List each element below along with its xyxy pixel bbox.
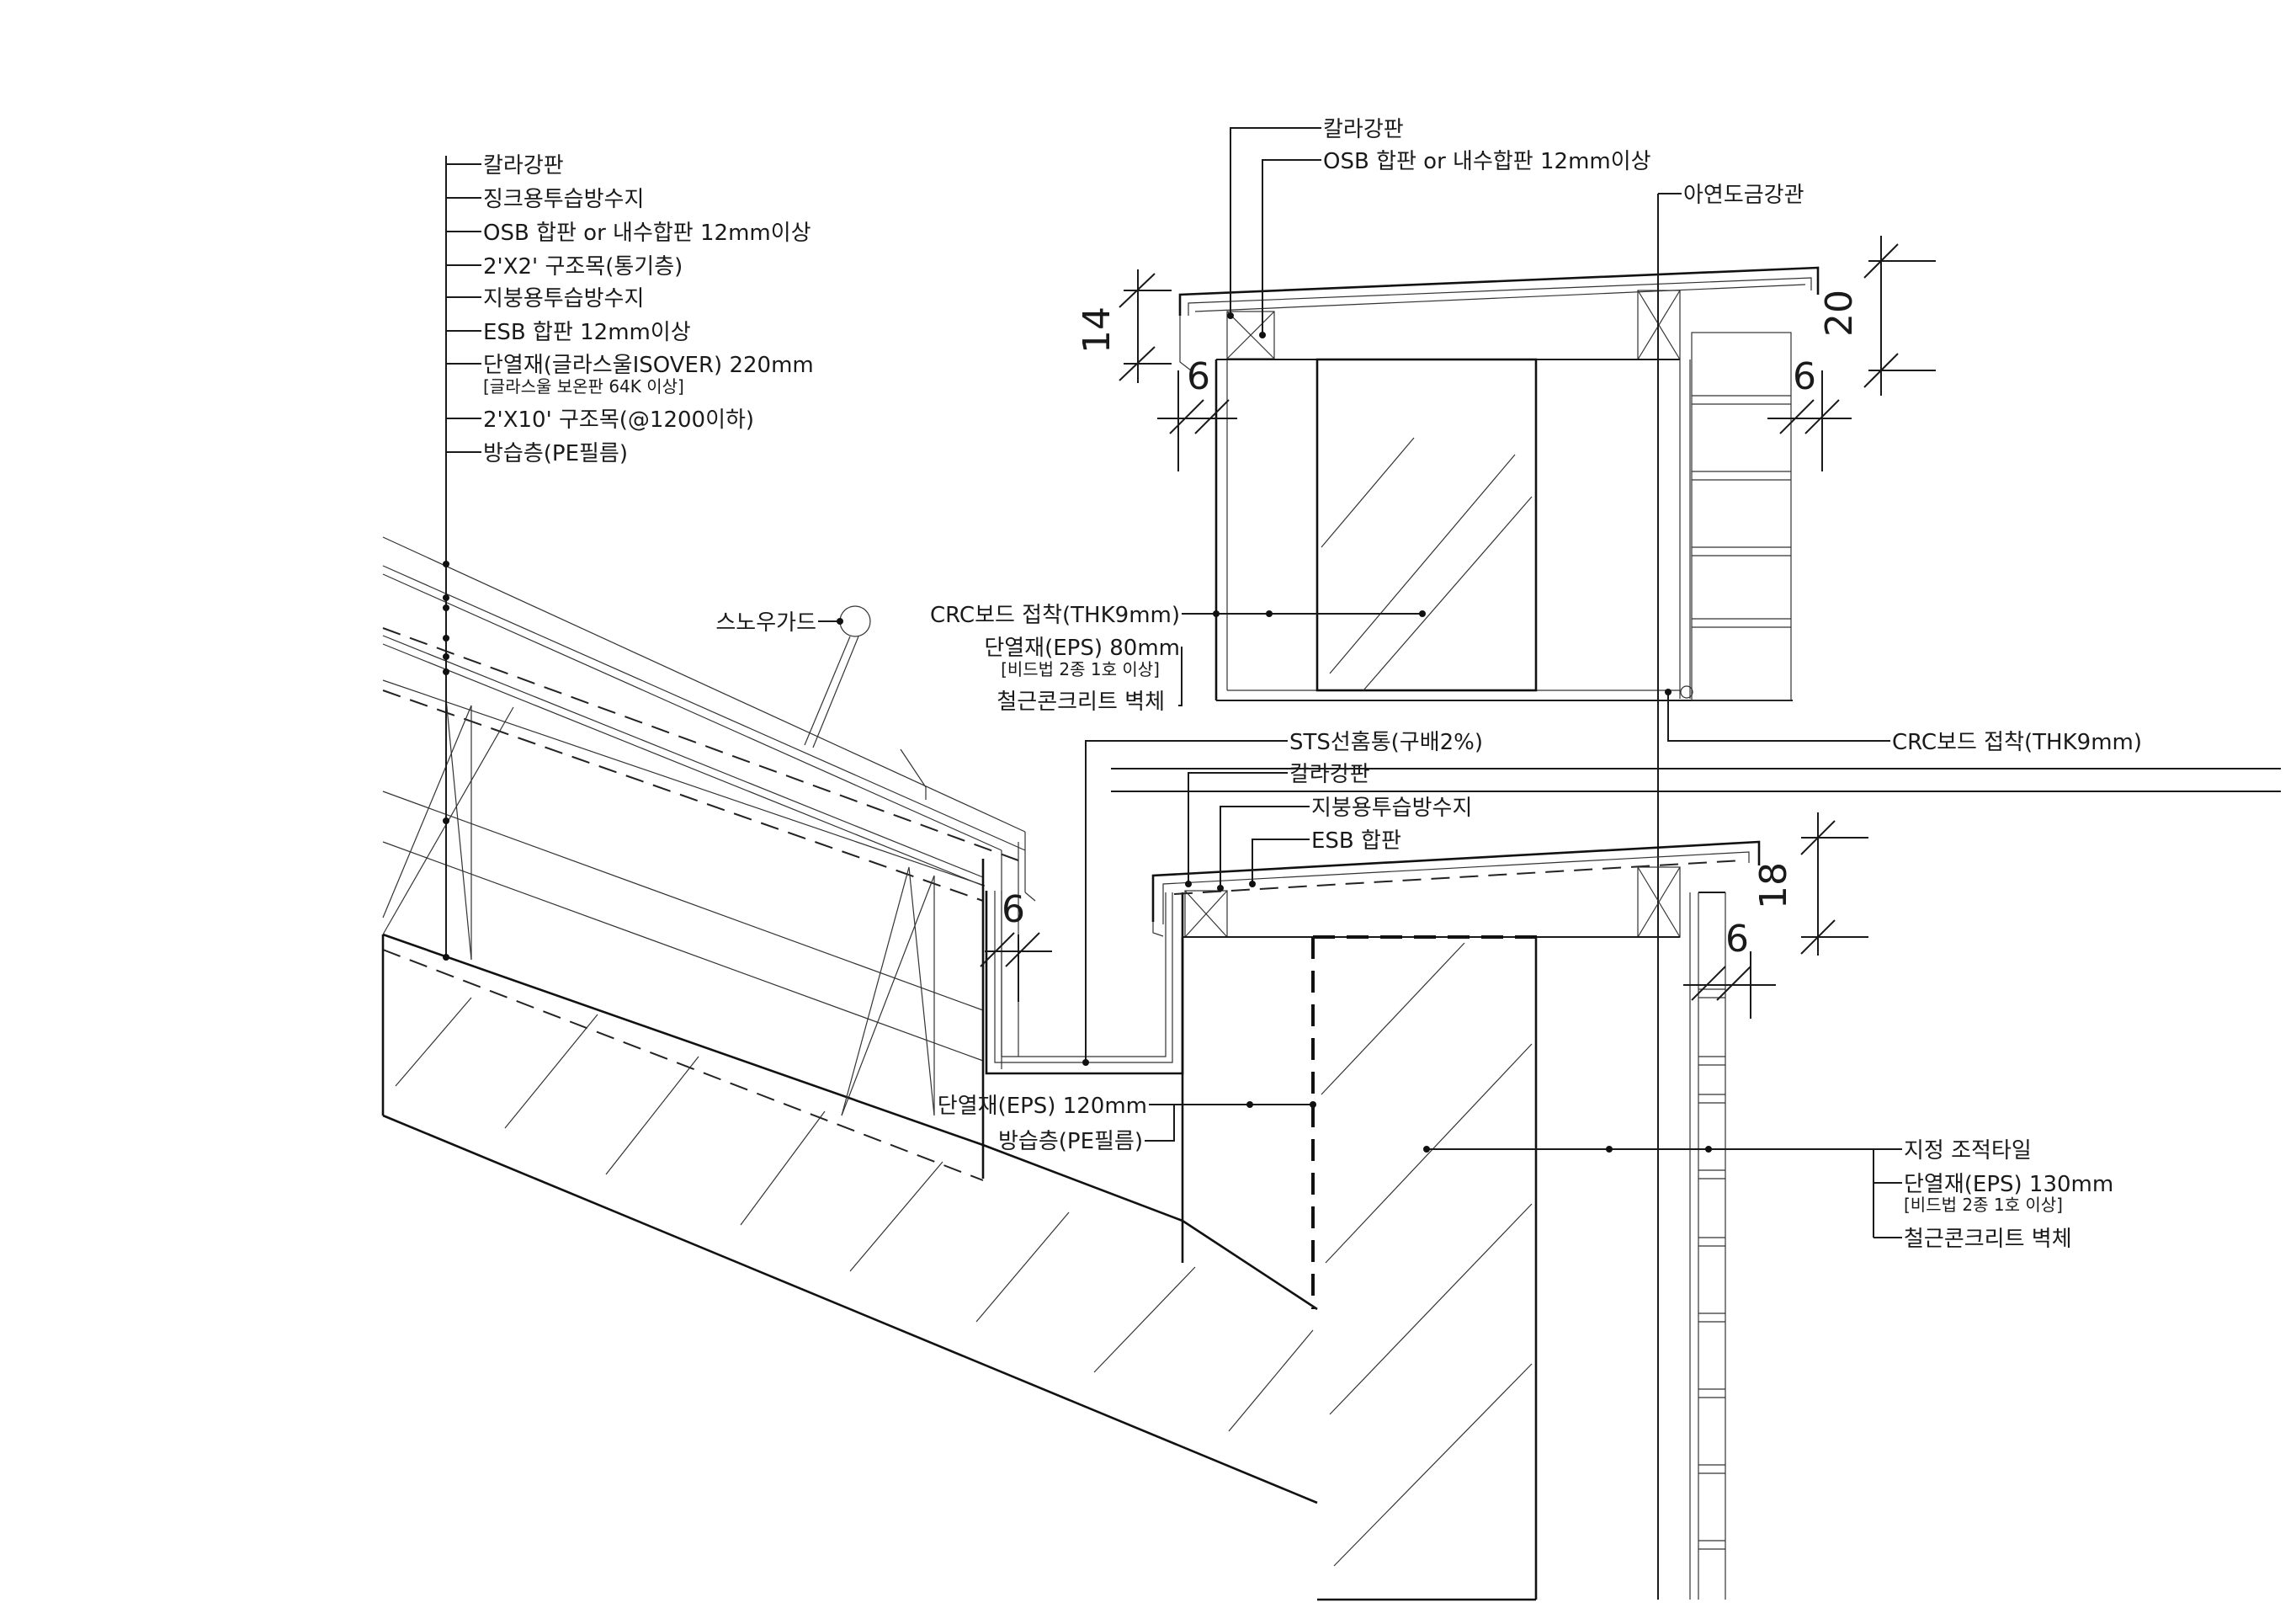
dim-lower-right-height: 18 bbox=[1752, 862, 1795, 909]
label-sts-gutter: STS선홈통(구배2%) bbox=[1289, 730, 1483, 755]
label-rc-wall: 철근콘크리트 벽체 bbox=[1904, 1227, 2072, 1252]
label-eps80: 단열재(EPS) 80mm bbox=[984, 636, 1180, 661]
label-glasswool-sub: [글라스울 보온판 64K 이상] bbox=[483, 376, 684, 397]
label-pe-film: 방습층(PE필름) bbox=[483, 441, 628, 466]
dim-eave-gap: 6 bbox=[1002, 888, 1025, 931]
label-roof-membrane: 지붕용투습방수지 bbox=[483, 286, 644, 311]
label-2x2: 2'X2' 구조목(통기층) bbox=[483, 254, 683, 280]
label-glasswool: 단열재(글라스울ISOVER) 220mm bbox=[483, 353, 814, 378]
label-color-steel: 칼라강판 bbox=[483, 153, 564, 178]
label-galv-pipe: 아연도금강관 bbox=[1683, 183, 1804, 208]
label-crc-right: CRC보드 접착(THK9mm) bbox=[1892, 730, 2142, 755]
dimension-labels: 14 6 20 6 6 18 6 bbox=[1002, 290, 1861, 961]
parapet-top-detail bbox=[1119, 127, 1936, 1600]
gutter-wall-detail bbox=[980, 740, 2281, 1601]
label-eps80-sub: [비드법 2종 1호 이상] bbox=[1001, 659, 1160, 679]
label-tile: 지정 조적타일 bbox=[1904, 1138, 2032, 1163]
label-osb: OSB 합판 or 내수합판 12mm이상 bbox=[483, 221, 811, 246]
label-snow-guard: 스노우가드 bbox=[715, 610, 816, 636]
dim-top-right-height: 20 bbox=[1818, 290, 1861, 337]
label-gutter-membrane: 지붕용투습방수지 bbox=[1311, 796, 1472, 821]
label-eps130: 단열재(EPS) 130mm bbox=[1904, 1172, 2113, 1197]
label-eps120: 단열재(EPS) 120mm bbox=[938, 1094, 1147, 1119]
tile-joints bbox=[1698, 988, 1725, 1550]
dim-lower-right-gap: 6 bbox=[1725, 918, 1749, 961]
wall-labels: 단열재(EPS) 120mm 방습층(PE필름) 지정 조적타일 단열재(EPS… bbox=[938, 1094, 2113, 1252]
label-rc-left: 철근콘크리트 벽체 bbox=[997, 690, 1165, 715]
label-zinc-membrane: 징크용투습방수지 bbox=[483, 187, 644, 212]
sloped-roof bbox=[381, 156, 1318, 1504]
label-wall-pe: 방습층(PE필름) bbox=[998, 1129, 1143, 1154]
label-2x10: 2'X10' 구조목(@1200이하) bbox=[483, 407, 754, 433]
label-eps130-sub: [비드법 2종 1호 이상] bbox=[1904, 1195, 2063, 1215]
gutter-labels: STS선홈통(구배2%) 칼라강판 지붕용투습방수지 ESB 합판 bbox=[1289, 730, 1483, 854]
dim-top-left-height: 14 bbox=[1076, 306, 1119, 354]
eave-labels: 칼라강판 징크용투습방수지 OSB 합판 or 내수합판 12mm이상 2'X2… bbox=[483, 153, 816, 636]
dim-top-left-gap: 6 bbox=[1187, 355, 1210, 398]
label-crc-left: CRC보드 접착(THK9mm) bbox=[930, 603, 1180, 628]
label-gutter-esb: ESB 합판 bbox=[1311, 828, 1401, 854]
label-top-color-steel: 칼라강판 bbox=[1323, 117, 1404, 142]
label-top-osb: OSB 합판 or 내수합판 12mm이상 bbox=[1323, 149, 1651, 174]
label-gutter-color-steel: 칼라강판 bbox=[1289, 762, 1370, 787]
label-esb: ESB 합판 12mm이상 bbox=[483, 320, 691, 345]
parapet-labels: 칼라강판 OSB 합판 or 내수합판 12mm이상 아연도금강관 CRC보드 … bbox=[930, 117, 2142, 755]
dim-top-right-gap: 6 bbox=[1793, 355, 1816, 398]
